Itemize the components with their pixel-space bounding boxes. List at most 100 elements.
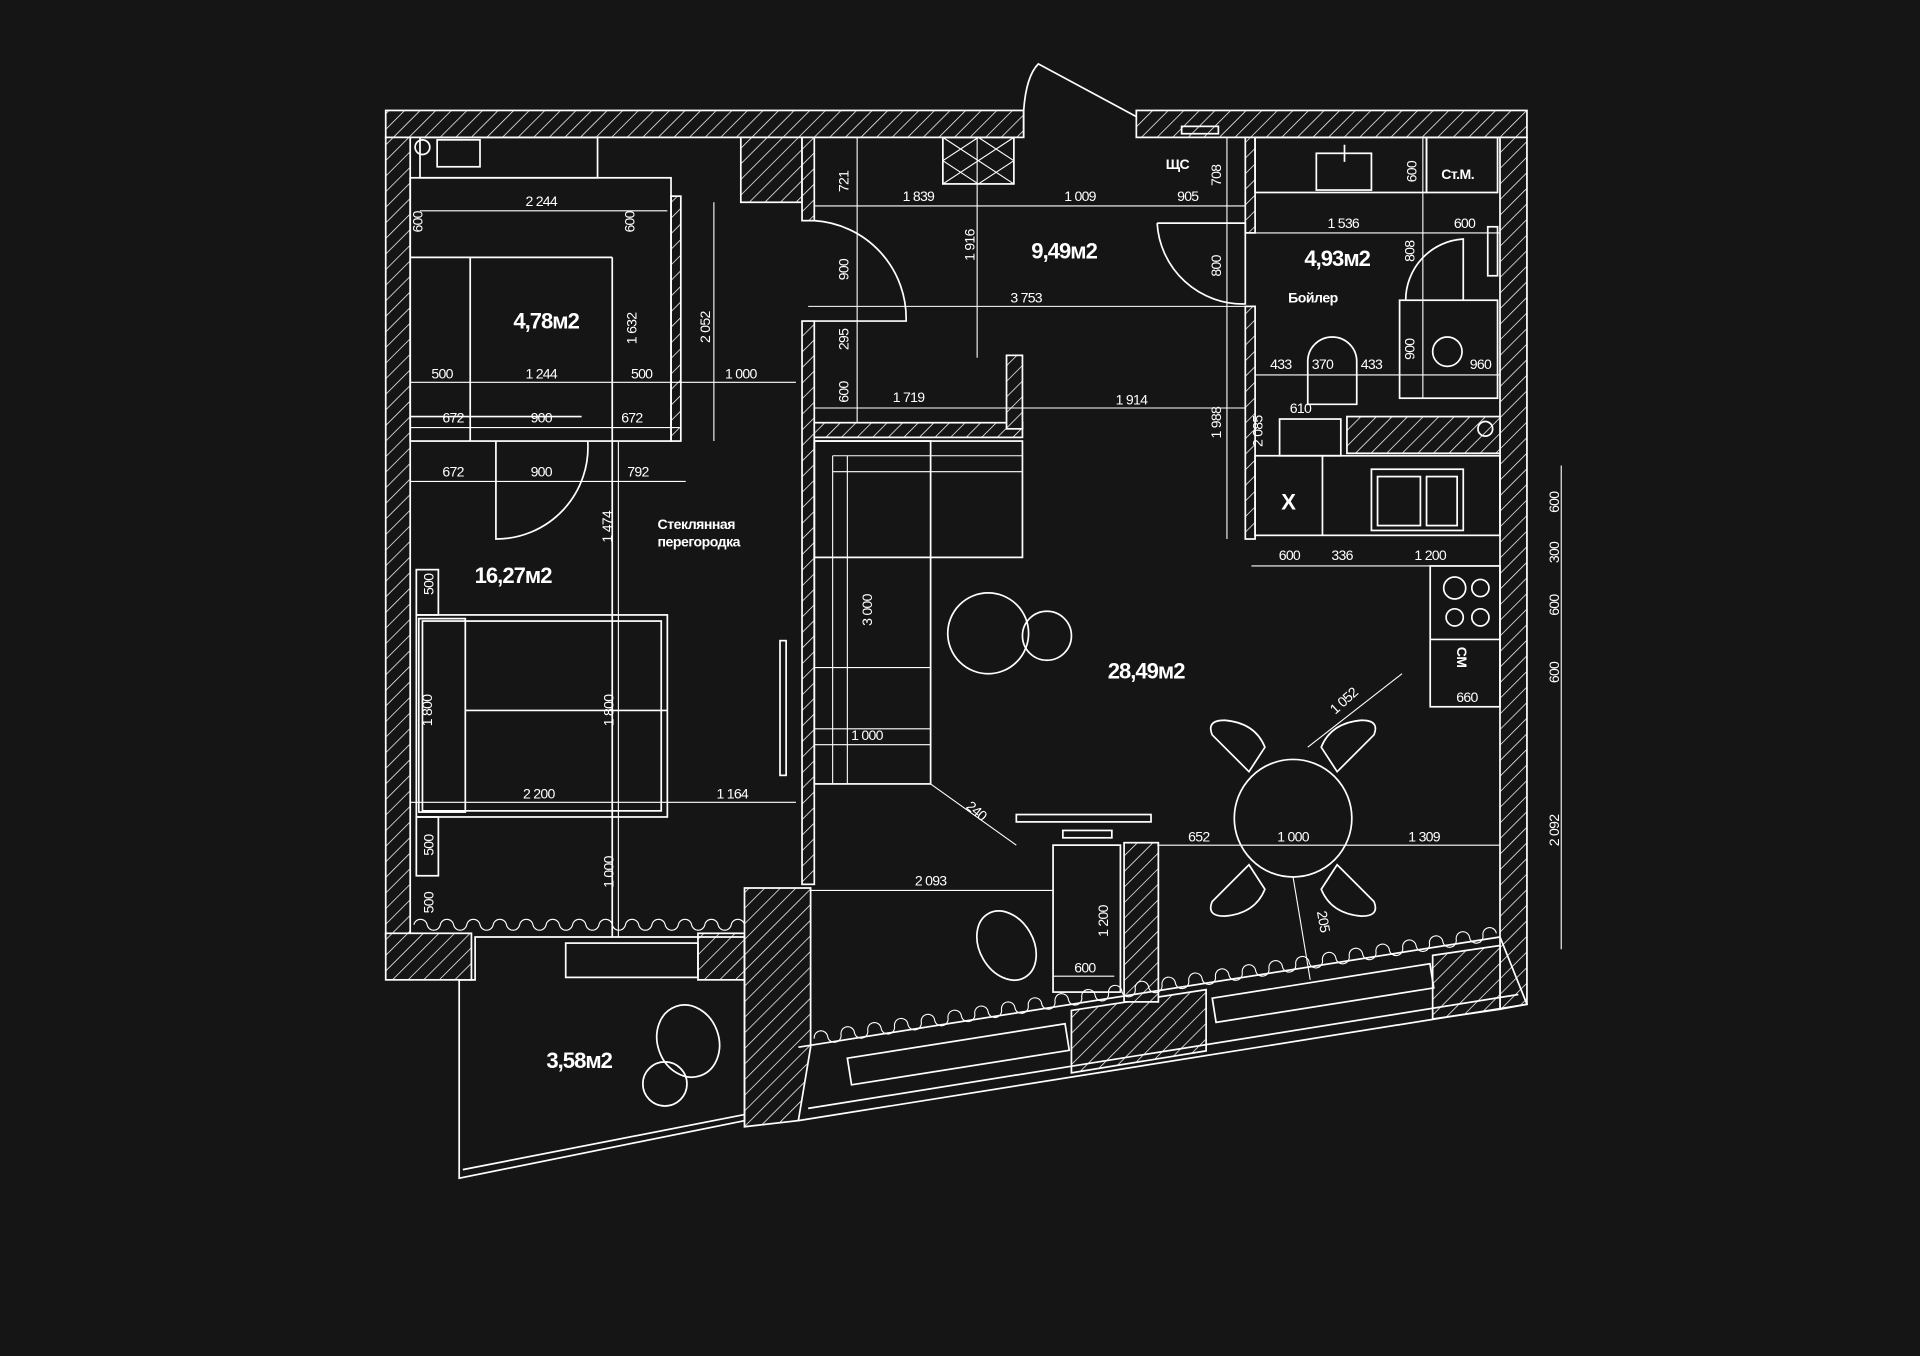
dim: 1 719 [893, 389, 925, 405]
dim: 2 093 [915, 873, 947, 889]
dim: 240 [963, 798, 990, 825]
dim: 960 [1470, 356, 1492, 372]
wall-block [739, 136, 803, 204]
dim: 600 [1074, 959, 1096, 975]
dim: 1 536 [1327, 215, 1359, 231]
hob-mark: X [1281, 490, 1296, 515]
dim: 1 800 [419, 694, 435, 726]
room-area-balcony: 3,58м2 [546, 1048, 612, 1073]
dim: 500 [431, 366, 453, 382]
dim: 2 052 [697, 311, 713, 343]
wall-top-left [384, 109, 1025, 139]
dim: 1 000 [725, 366, 757, 382]
dim: 433 [1361, 356, 1383, 372]
wall-bottom-mid [697, 932, 746, 981]
dim: 900 [836, 258, 852, 280]
wall-hall-bottom [813, 421, 1024, 439]
dim: 2 092 [1546, 814, 1562, 846]
dim: 792 [627, 464, 649, 480]
dim: 336 [1331, 547, 1353, 563]
dim: 3 000 [859, 593, 875, 625]
wall-pier-2 [1431, 944, 1501, 1021]
dim: 1 164 [716, 786, 748, 802]
closet-outline [409, 136, 672, 937]
curtains [413, 918, 1497, 1043]
dim: 500 [420, 834, 436, 856]
glass-partition-label-1: Стеклянная [658, 516, 736, 532]
wall-left [384, 136, 412, 938]
dim: 2 200 [523, 786, 555, 802]
dim: 708 [1208, 164, 1224, 186]
dim: 600 [1279, 547, 1301, 563]
wall-hall-2 [801, 320, 816, 886]
dim: 1 200 [1414, 547, 1446, 563]
wall-right [1499, 136, 1528, 1011]
dim: 1 009 [1064, 188, 1096, 204]
dim: 3 753 [1010, 290, 1042, 306]
wall-bath-1 [1244, 136, 1256, 234]
wall-hall-stub [1005, 354, 1024, 430]
dim: 1 309 [1408, 828, 1440, 844]
doors [495, 219, 1499, 540]
dim: 2 244 [525, 193, 557, 209]
wall-hall-1 [801, 136, 816, 222]
entrance-door[interactable] [1022, 62, 1137, 138]
wall-wardrobe [670, 195, 682, 442]
wall-kitchen [1346, 415, 1501, 455]
horizontal-dimensions: 2 244 500 1 244 500 1 000 672 900 672 67… [431, 188, 1492, 975]
dim: 900 [1401, 338, 1417, 360]
dim: 900 [531, 410, 553, 426]
dim: 205 [1314, 910, 1334, 935]
dim: 1 839 [903, 188, 935, 204]
glass-partition-label-2: перегородка [658, 533, 741, 549]
dim: 1 000 [1277, 828, 1309, 844]
dim: 2 085 [1249, 415, 1265, 447]
dim: 600 [1454, 215, 1476, 231]
boiler-label: Бойлер [1288, 290, 1339, 306]
dim: 610 [1290, 400, 1312, 416]
dim: 1 052 [1327, 684, 1362, 718]
dim: 1 916 [962, 228, 978, 260]
room-area-bathroom: 4,93м2 [1304, 246, 1370, 271]
room-area-closet: 4,78м2 [513, 308, 579, 333]
dim: 370 [1312, 356, 1334, 372]
room-area-living: 28,49м2 [1108, 659, 1186, 684]
dim: 500 [420, 573, 436, 595]
dim: 600 [409, 210, 425, 232]
dim: 1 914 [1116, 391, 1148, 407]
dim: 600 [1546, 594, 1562, 616]
dim: 433 [1270, 356, 1292, 372]
dim: 600 [836, 381, 852, 403]
dim: 600 [1546, 661, 1562, 683]
wall-niche [1123, 841, 1160, 1003]
room-areas: 4,78м2 9,49м2 4,93м2 16,27м2 28,49м2 3,5… [475, 239, 1372, 1073]
vertical-dimensions: 600 600 2 052 1 632 1 474 721 900 295 60… [409, 160, 1561, 937]
curtain [413, 918, 746, 931]
panel-label: ЩС [1166, 156, 1190, 172]
dim: 1 800 [600, 694, 616, 726]
wall-bottom-left [384, 932, 473, 981]
bed [415, 568, 787, 877]
dim: 600 [1546, 491, 1562, 513]
curtain [813, 927, 1497, 1043]
washer-label: СМ [1454, 647, 1470, 668]
dim: 1 632 [624, 312, 640, 344]
dim: 672 [621, 410, 643, 426]
wall-bath-2 [1244, 305, 1256, 540]
dim: 1 244 [525, 366, 557, 382]
dim: 672 [442, 464, 464, 480]
wall-column [743, 887, 812, 1128]
wall-pier-1 [1070, 988, 1207, 1074]
dim: 1 474 [599, 510, 615, 542]
dim: 500 [631, 366, 653, 382]
dim: 300 [1546, 541, 1562, 563]
dim: 808 [1401, 240, 1417, 262]
dim: 652 [1188, 828, 1210, 844]
dim: 905 [1177, 188, 1199, 204]
dim: 660 [1456, 689, 1478, 705]
room-area-bedroom: 16,27м2 [475, 563, 553, 588]
dim: 600 [1404, 160, 1420, 182]
laundry-label: Ст.М. [1441, 166, 1474, 182]
room-area-hall: 9,49м2 [1031, 239, 1097, 264]
